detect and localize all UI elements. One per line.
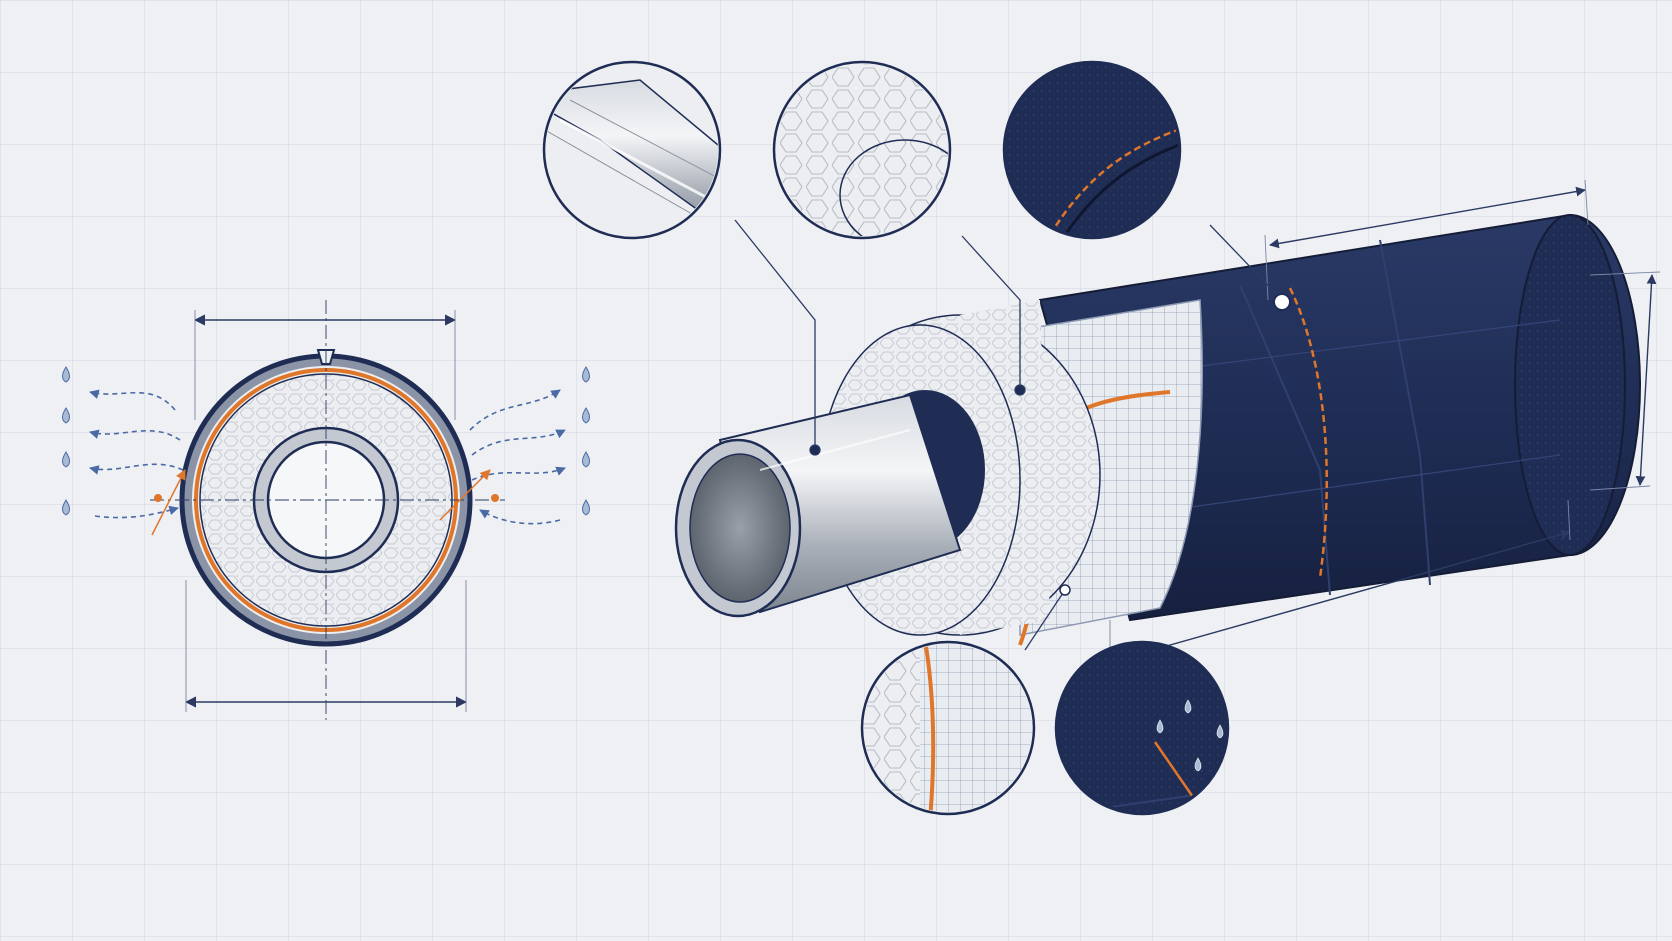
flow-arrow	[471, 429, 566, 456]
extension-line	[1584, 179, 1589, 226]
flow-arrow	[469, 389, 561, 431]
water-drop-icon	[62, 499, 70, 516]
steel-pipe-bore	[689, 453, 791, 603]
water-drops-left	[62, 366, 70, 516]
vapor-path-arrow	[151, 469, 186, 536]
leader-steel	[734, 219, 816, 450]
flow-arrow	[479, 509, 561, 525]
mesh-texture	[920, 644, 1032, 812]
extension-line	[1589, 271, 1661, 276]
leader-foam	[961, 235, 1021, 390]
water-drop-icon	[62, 407, 70, 424]
water-drop-icon	[582, 366, 590, 383]
leader-lines	[734, 219, 1291, 651]
jacket-highlight	[1169, 454, 1561, 511]
leader-mesh	[1024, 589, 1066, 651]
dimension-line-overall-length	[1109, 529, 1571, 665]
leader-dot-seam	[1273, 293, 1291, 311]
jacket-highlight	[1169, 319, 1561, 371]
assembly-dimensions	[1109, 179, 1661, 670]
moisture-flow-right	[469, 389, 566, 525]
extension-line	[1567, 499, 1571, 541]
leader-dot-foam	[1014, 384, 1026, 396]
leader-dot-steel	[809, 444, 821, 456]
leader-jacket-seam	[1209, 224, 1283, 301]
extension-line	[1589, 485, 1651, 491]
cross-section	[62, 300, 590, 720]
flow-arrow	[89, 463, 184, 475]
water-drop-icon	[582, 451, 590, 468]
flow-arrow	[89, 429, 181, 441]
moisture-flow-left	[89, 389, 184, 519]
seam-texture	[1006, 64, 1178, 236]
water-drop-icon	[1216, 724, 1224, 739]
water-drops-right	[582, 366, 590, 516]
water-drop-icon	[582, 407, 590, 424]
jacket-texture	[1058, 644, 1226, 812]
water-drops-icon	[1156, 699, 1224, 772]
pipe-assembly	[674, 213, 1641, 646]
flow-arrow	[94, 505, 179, 519]
seam-edge	[1060, 126, 1178, 236]
dimension-line-outer-diameter	[1635, 274, 1657, 486]
seam-tape-line	[1048, 113, 1178, 236]
leader-dot-mesh	[1059, 584, 1071, 596]
water-drop-icon	[582, 499, 590, 516]
flow-arrow	[89, 389, 176, 411]
detail-callout-mesh	[860, 640, 1036, 816]
water-drop-icon	[62, 366, 70, 383]
steel-highlight	[759, 429, 911, 471]
water-drop-icon	[1194, 757, 1202, 772]
detail-callout-foam	[772, 60, 952, 240]
jacket-end-cap	[1514, 214, 1626, 556]
vapor-barrier-strip	[923, 644, 936, 812]
vapor-point	[154, 494, 162, 502]
steel-grain	[569, 99, 718, 201]
vapor-point	[491, 494, 499, 502]
water-drop-icon	[1184, 699, 1192, 714]
dimension-line-jacket-length	[1269, 186, 1586, 249]
extension-line	[1264, 234, 1269, 301]
detail-callout-moisture	[1054, 640, 1230, 816]
detail-callout-jacket-seam	[1002, 60, 1182, 240]
vapor-path-arrow	[439, 469, 491, 521]
water-drop-icon	[1156, 719, 1164, 734]
water-drop-icon	[62, 451, 70, 468]
detail-callout-steel	[542, 60, 722, 240]
